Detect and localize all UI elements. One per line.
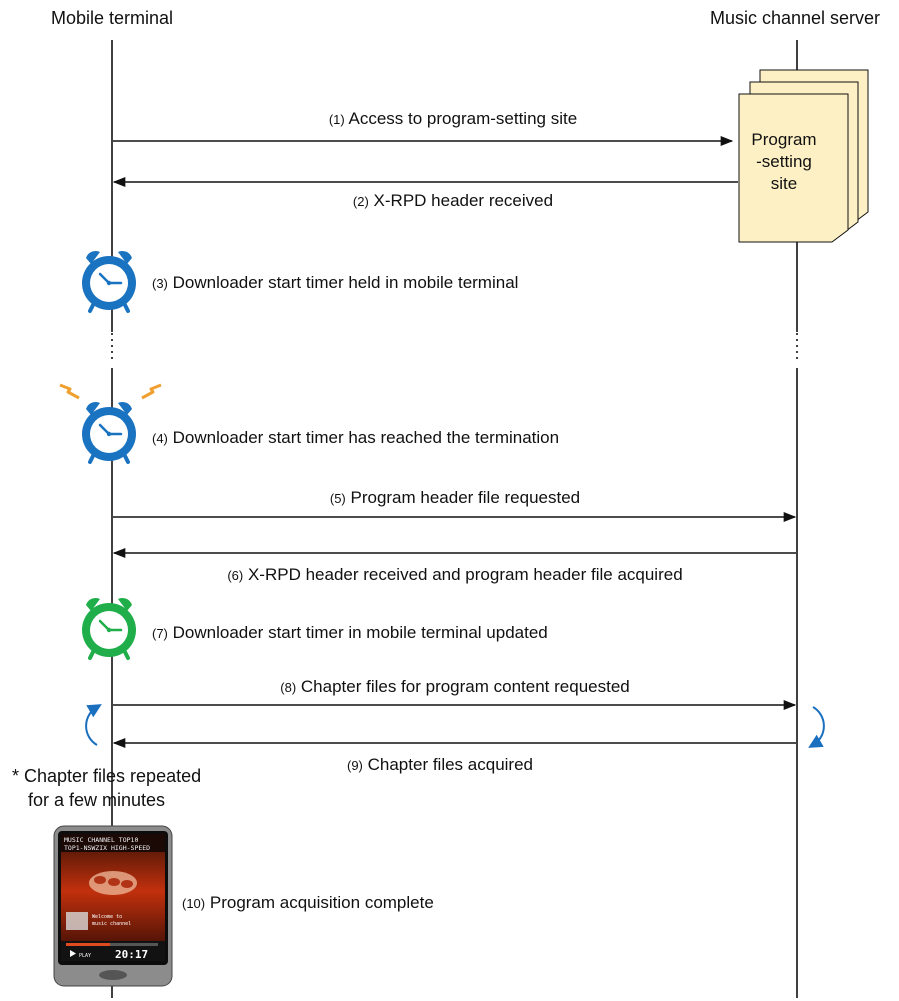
note-line2: for a few minutes bbox=[28, 790, 165, 810]
message-4: (4) Downloader start timer has reached t… bbox=[152, 428, 559, 447]
mobile-phone-image: MUSIC CHANNEL TOP10 TOP1-NSWZIX HIGH-SPE… bbox=[53, 825, 173, 987]
message-10: (10) Program acquisition complete bbox=[182, 893, 434, 912]
phone-welcome-1: Welcome to bbox=[92, 914, 122, 920]
alarm-clock-green-icon bbox=[82, 597, 136, 660]
repeat-arrow-left-icon bbox=[85, 704, 102, 746]
note-line1: * Chapter files repeated bbox=[12, 766, 201, 786]
message-2: (2) X-RPD header received bbox=[353, 191, 553, 210]
message-6: (6) X-RPD header received and program he… bbox=[227, 565, 682, 584]
alarm-clock-blue-icon bbox=[82, 250, 136, 313]
play-icon bbox=[70, 950, 76, 957]
site-label-line2: -setting bbox=[756, 152, 812, 171]
repeat-arrow-right-icon bbox=[808, 706, 825, 748]
phone-play-label: PLAY bbox=[79, 953, 91, 959]
phone-time: 20:17 bbox=[115, 948, 148, 961]
alarm-clock-ringing-icon bbox=[82, 401, 136, 464]
phone-center-key bbox=[99, 970, 127, 980]
message-3: (3) Downloader start timer held in mobil… bbox=[152, 273, 518, 292]
message-8: (8) Chapter files for program content re… bbox=[280, 677, 629, 696]
site-label-line3: site bbox=[771, 174, 797, 193]
phone-screen-line2: TOP1-NSWZIX HIGH-SPEED bbox=[64, 844, 150, 852]
message-7: (7) Downloader start timer in mobile ter… bbox=[152, 623, 548, 642]
message-1: (1) Access to program-setting site bbox=[329, 109, 577, 128]
participant-mobile-terminal: Mobile terminal bbox=[51, 8, 173, 28]
participant-music-channel-server: Music channel server bbox=[710, 8, 880, 28]
message-5: (5) Program header file requested bbox=[330, 488, 580, 507]
site-label-line1: Program bbox=[751, 130, 816, 149]
message-9: (9) Chapter files acquired bbox=[347, 755, 533, 774]
phone-welcome-2: music channel bbox=[92, 921, 131, 927]
alarm-sparks-icon bbox=[59, 383, 162, 400]
phone-screen-line1: MUSIC CHANNEL TOP10 bbox=[64, 836, 138, 844]
program-setting-site-box: Program -setting site bbox=[738, 69, 869, 243]
